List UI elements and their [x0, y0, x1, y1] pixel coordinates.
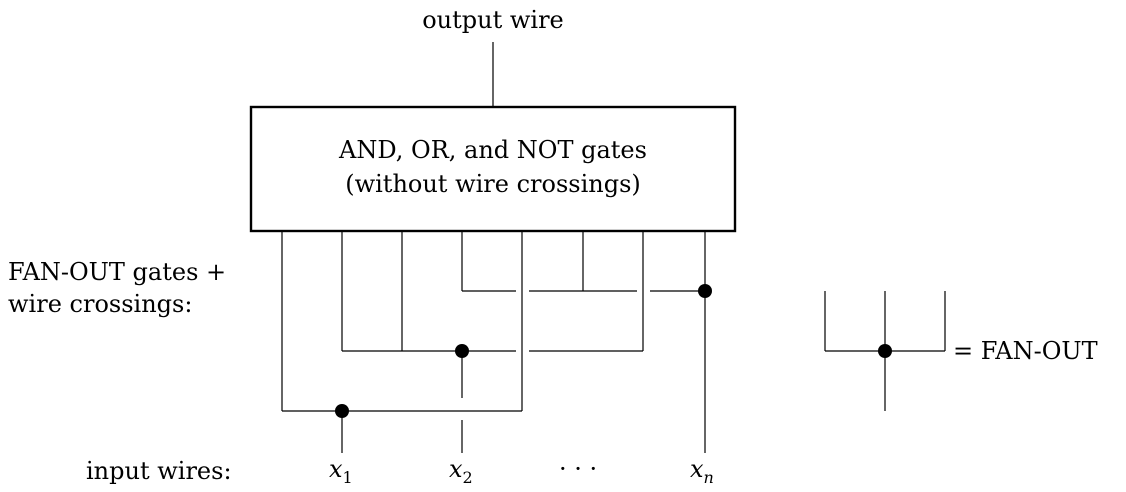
input-ellipsis: · · ·: [559, 455, 598, 483]
fanout-node: [698, 284, 712, 298]
legend-fanout-node: [878, 344, 892, 358]
gates-box-line1: AND, OR, and NOT gates: [339, 136, 647, 164]
gates-box-label: AND, OR, and NOT gates (without wire cro…: [251, 133, 735, 201]
input-wires-label: input wires:: [86, 457, 232, 485]
legend-label: = FAN-OUT: [953, 337, 1098, 365]
output-label: output wire: [422, 6, 564, 34]
fanout-label-line1: FAN-OUT gates +: [8, 258, 227, 286]
gates-box: [249, 105, 737, 233]
fanout-node: [455, 344, 469, 358]
input-x1: x1: [329, 455, 353, 487]
input-x2: x2: [449, 455, 473, 487]
input-xn: xn: [690, 455, 714, 487]
fanout-label-line2: wire crossings:: [8, 290, 193, 318]
gates-box-line2: (without wire crossings): [345, 170, 641, 198]
fanout-node: [335, 404, 349, 418]
